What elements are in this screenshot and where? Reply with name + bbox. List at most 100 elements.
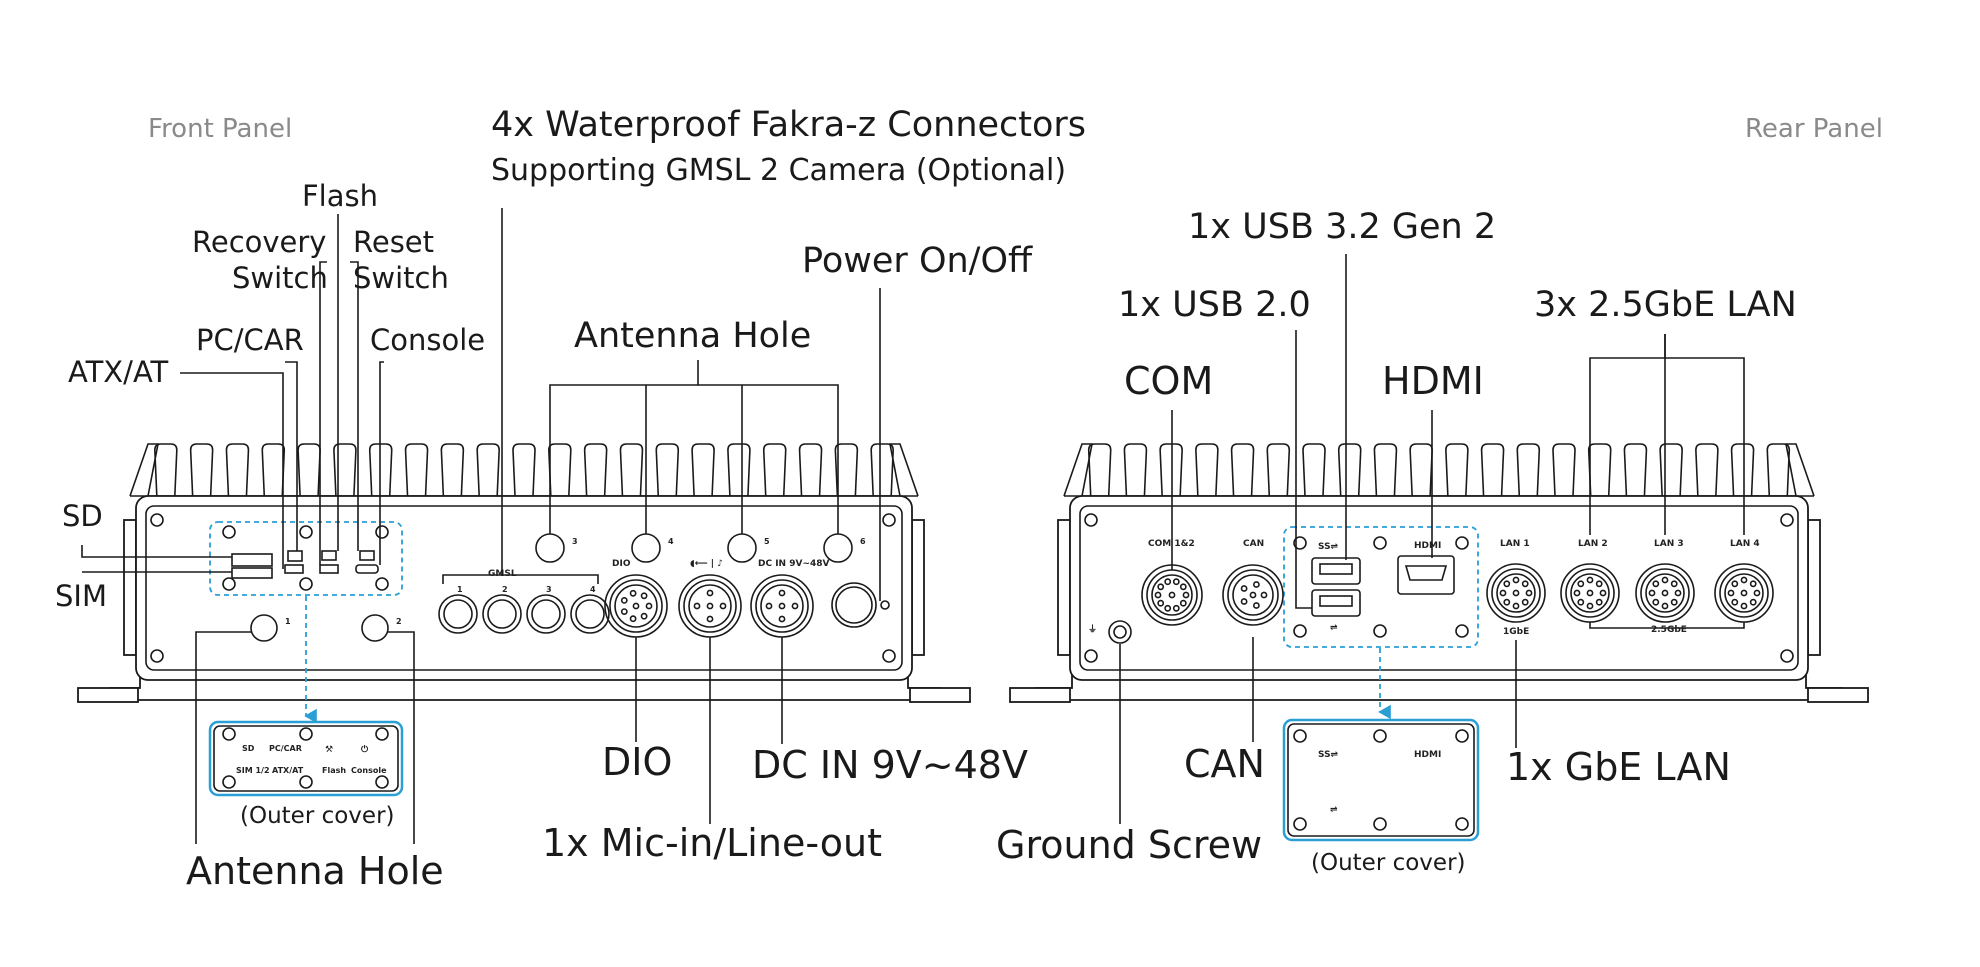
rear-panel-header: Rear Panel	[1745, 114, 1883, 144]
lan1-connector-pin	[1521, 598, 1529, 606]
lan4-print: LAN 4	[1730, 539, 1760, 549]
lan3-connector-pin	[1661, 576, 1669, 584]
can-connector-pin	[1253, 581, 1260, 588]
usb-icon: ⇌	[1330, 805, 1338, 815]
lan2-connector-pin	[1586, 602, 1594, 610]
heatsink-fin	[1159, 443, 1183, 497]
fakra-connector	[438, 594, 478, 634]
can-print: CAN	[1243, 539, 1264, 549]
front-panel: 1 2 3 4 5 6 GMSL 1 2 3 4 DIO ◖⟵ | ♪ DC I…	[77, 443, 971, 703]
hdmi-port	[1397, 555, 1455, 595]
atx-at-switch	[284, 564, 304, 574]
heatsink-fin	[1480, 443, 1505, 497]
heatsink-fin	[1552, 443, 1576, 497]
lan3-connector-pin	[1652, 580, 1660, 588]
com-label: COM	[1124, 359, 1213, 403]
heatsink-fin	[691, 443, 715, 497]
mic-icon: ◖⟵ | ♪	[690, 559, 723, 569]
lan2-print: LAN 2	[1578, 539, 1608, 549]
fakra-connector-inner	[487, 599, 517, 629]
screw	[222, 525, 236, 539]
screw	[1293, 729, 1307, 743]
com-connector-pin	[1157, 583, 1165, 591]
dio-connector-face	[614, 584, 658, 628]
flash-button	[321, 550, 337, 561]
can-connector-pin	[1240, 585, 1248, 592]
screw	[1293, 624, 1307, 638]
com-connector-pin	[1154, 591, 1162, 599]
lan2-connector-pin	[1595, 580, 1603, 588]
heatsink-fin	[1266, 443, 1291, 497]
front-cover-region	[209, 521, 403, 596]
cover-console: Console	[351, 766, 387, 775]
pc-car-label: PC/CAR	[196, 323, 304, 357]
dio-print: DIO	[612, 559, 631, 569]
sim-label: SIM	[55, 579, 107, 613]
heatsink-fin	[870, 443, 894, 497]
com-connector-pin	[1157, 599, 1165, 607]
lan2-connector-pin	[1573, 589, 1581, 597]
screw	[1373, 729, 1387, 743]
reset-label-2: Switch	[353, 261, 449, 295]
dio-connector-pin	[620, 597, 628, 604]
usb-icon: SS⇌	[1318, 542, 1339, 552]
front-face-inner	[145, 505, 903, 671]
heatsink-fin	[548, 443, 572, 497]
lan1-connector-pin	[1499, 589, 1507, 597]
leader-lan4	[1665, 357, 1745, 535]
rear-right-side	[1807, 519, 1821, 656]
recovery-label-2: Switch	[232, 261, 328, 295]
lan1-connector-pin	[1503, 580, 1511, 588]
lan3-connector-pin	[1670, 598, 1678, 606]
screw	[1084, 513, 1098, 527]
recovery-label-1: Recovery	[192, 225, 326, 259]
gmsl-ch3: 3	[546, 585, 552, 594]
lan3-connector-ring	[1640, 568, 1690, 618]
lan1-connector-pin	[1512, 576, 1520, 584]
usb32-port-inner	[1319, 563, 1353, 575]
lan4-connector-pin	[1749, 580, 1757, 588]
heatsink-fin	[1195, 443, 1219, 497]
dc-in-connector-pin	[778, 602, 786, 610]
fakra-connector	[570, 594, 610, 634]
screw	[882, 513, 896, 527]
lan4-connector-pin	[1731, 598, 1739, 606]
rear-face-inner	[1079, 505, 1799, 671]
sd-label: SD	[62, 499, 103, 533]
dc-in-connector-ring	[755, 579, 809, 633]
rear-outer-cover-label: (Outer cover)	[1311, 850, 1466, 876]
screw	[1373, 536, 1387, 550]
wrench-icon: ⚒	[325, 745, 333, 755]
cover-flash: Flash	[322, 766, 346, 775]
heatsink-fin	[1766, 443, 1791, 497]
gmsl-ch1: 1	[457, 585, 463, 594]
dio-connector-pin	[629, 589, 637, 597]
lan1-connector-pin	[1512, 589, 1520, 597]
lan2-connector-pin	[1577, 598, 1585, 606]
heatsink-fin	[1623, 443, 1648, 497]
dio-connector-pin	[632, 602, 640, 610]
sim-slot	[231, 567, 273, 579]
screw	[299, 525, 313, 539]
hdmi-port-inner	[1404, 565, 1448, 581]
usb20-label: 1x USB 2.0	[1118, 285, 1311, 325]
front-labels: 4x Waterproof Fakra-z Connectors Support…	[55, 105, 1086, 893]
heatsink-fin	[1087, 443, 1112, 497]
screw	[299, 727, 313, 741]
antenna-hole-2	[361, 614, 389, 642]
heatsink-fin	[619, 443, 644, 497]
heatsink-fin	[1659, 443, 1683, 497]
heatsink-fin	[1730, 443, 1755, 497]
heatsink-fin	[1373, 443, 1398, 497]
lan1-connector-pin	[1503, 598, 1511, 606]
flash-label: Flash	[302, 179, 378, 213]
com-connector-face	[1151, 574, 1193, 616]
screw	[299, 577, 313, 591]
screw	[222, 727, 236, 741]
com-connector-pin	[1164, 578, 1172, 586]
leader-reset	[350, 261, 359, 551]
mic-connector-ring	[683, 579, 737, 633]
fakra-connector-inner	[531, 599, 561, 629]
lan3-connector-pin	[1648, 589, 1656, 597]
ground-label: Ground Screw	[996, 823, 1262, 867]
